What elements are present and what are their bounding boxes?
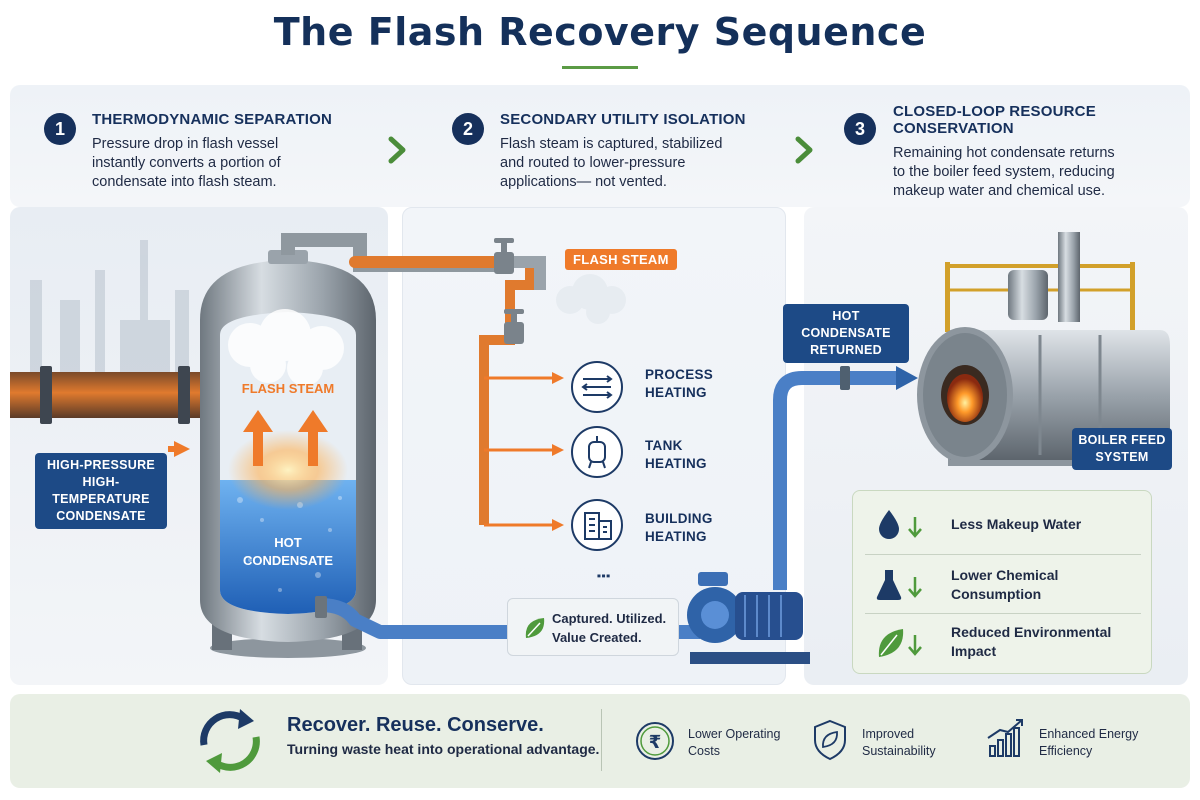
title-underline [562, 66, 638, 69]
captured-line-1: Captured. Utilized. [552, 611, 667, 626]
shield-leaf-icon [814, 719, 846, 761]
tank-icon [571, 426, 623, 478]
footer-headline: Recover. Reuse. Conserve. [287, 714, 544, 736]
step-2-title: SECONDARY UTILITY ISOLATION [500, 111, 746, 128]
divider [865, 554, 1141, 555]
page-title: The Flash Recovery Sequence [273, 10, 927, 54]
step-1-number: 1 [44, 113, 76, 145]
steps-band [10, 85, 1190, 207]
recycle-arrows-icon [200, 709, 260, 773]
step-1-title: THERMODYNAMIC SEPARATION [92, 111, 333, 128]
flask-icon [876, 570, 922, 600]
step-2-number: 2 [452, 113, 484, 145]
captured-callout: Captured. Utilized. Value Created. [507, 598, 679, 656]
flash-steam-tag: FLASH STEAM [565, 249, 677, 270]
step-3-number: 3 [844, 113, 876, 145]
chevron-right-icon [388, 136, 406, 164]
captured-line-2: Value Created. [552, 630, 642, 645]
leaf-icon [525, 618, 545, 638]
rupee-coin-icon: ₹ [636, 722, 674, 760]
benefit-row: Less Makeup Water [853, 493, 1153, 553]
vessel-flash-steam-label: FLASH STEAM [241, 381, 335, 396]
footer-divider [601, 709, 602, 771]
growth-bars-icon [987, 719, 1023, 757]
benefit-label: Less Makeup Water [951, 516, 1082, 532]
leaf-icon [878, 629, 922, 657]
building-icon [571, 499, 623, 551]
divider [865, 613, 1141, 614]
more-applications-marker: ⋮ [594, 568, 611, 584]
footer-subline: Turning waste heat into operational adva… [287, 741, 600, 757]
chevron-right-icon [795, 136, 813, 164]
heat-exchanger-icon [571, 361, 623, 413]
svg-text:₹: ₹ [649, 732, 662, 753]
water-drop-icon [879, 510, 922, 539]
